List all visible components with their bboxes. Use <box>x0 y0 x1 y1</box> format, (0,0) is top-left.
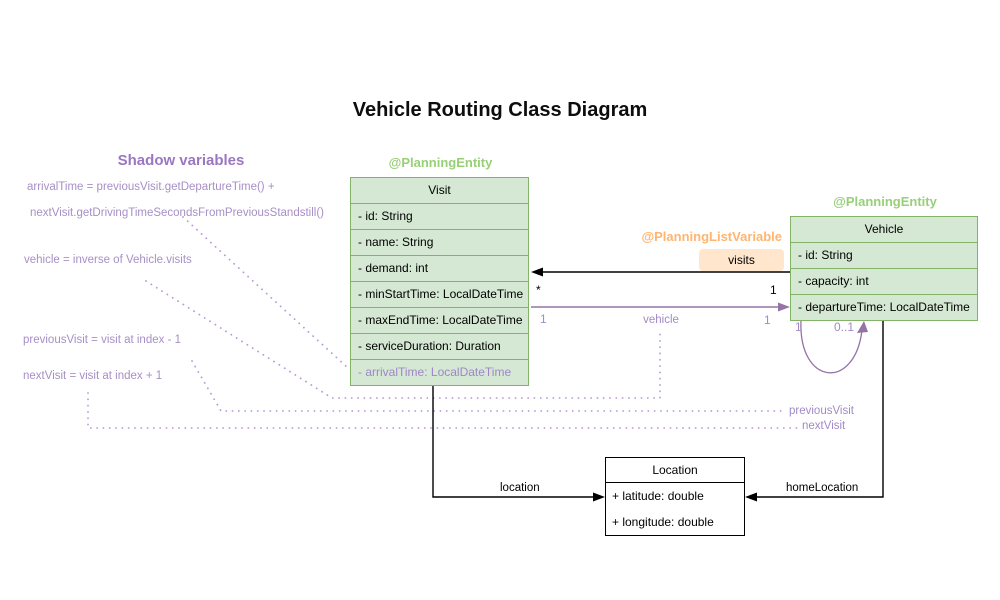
vehicle-attribute-departuretime: - departureTime: LocalDateTime <box>790 294 978 321</box>
loop-source-multiplicity: 1 <box>795 320 802 334</box>
planning-list-variable-annotation: @PlanningListVariable <box>641 229 782 244</box>
visits-edge-arrowhead <box>531 267 543 277</box>
visit-attribute-minstarttime: - minStartTime: LocalDateTime <box>350 281 529 308</box>
vehicle-edge-visit-end-multiplicity: 1 <box>540 312 547 326</box>
class-location-header: Location <box>606 458 744 483</box>
location-edge-label: location <box>500 482 540 494</box>
vehicle-attribute-capacity: - capacity: int <box>790 268 978 295</box>
next-visit-label: nextVisit <box>802 420 846 432</box>
shadow-variable-nextvisit: nextVisit = visit at index + 1 <box>23 370 163 382</box>
vehicle-edge-label: vehicle <box>643 314 679 326</box>
visit-attribute-name: - name: String <box>350 229 529 256</box>
vehicle-attribute-id: - id: String <box>790 242 978 269</box>
class-visit-header: Visit <box>350 177 529 204</box>
visits-visit-end-multiplicity: * <box>536 283 541 297</box>
visit-attribute-serviceduration: - serviceDuration: Duration <box>350 333 529 360</box>
shadow-variable-previousvisit: previousVisit = visit at index - 1 <box>23 334 181 346</box>
home-location-edge-arrowhead <box>745 492 757 502</box>
location-attribute-longitude: + longitude: double <box>612 515 714 529</box>
visit-attribute-arrivaltime: - arrivalTime: LocalDateTime <box>350 359 529 386</box>
visit-attribute-id: - id: String <box>350 203 529 230</box>
vehicle-edge-vehicle-end-multiplicity: 1 <box>764 313 771 327</box>
shadow-variable-vehicle: vehicle = inverse of Vehicle.visits <box>24 254 192 266</box>
class-visit[interactable]: Visit - id: String - name: String - dema… <box>350 177 529 386</box>
home-location-edge-label: homeLocation <box>786 482 859 494</box>
location-edge-arrowhead <box>593 492 605 502</box>
previous-visit-label: previousVisit <box>789 405 854 417</box>
vehicle-edge-arrowhead <box>778 302 790 312</box>
visits-edge-label[interactable]: visits <box>699 249 784 271</box>
diagram-title: Vehicle Routing Class Diagram <box>352 99 648 121</box>
class-vehicle[interactable]: Vehicle - id: String - capacity: int - d… <box>790 216 978 321</box>
visit-attribute-demand: - demand: int <box>350 255 529 282</box>
vehicle-self-loop-arrowhead <box>857 321 868 333</box>
location-attribute-latitude: + latitude: double <box>612 489 704 503</box>
loop-target-multiplicity: 0..1 <box>834 320 855 334</box>
visit-planning-entity-annotation: @PlanningEntity <box>388 155 493 170</box>
shadow-variable-arrivaltime-line1: arrivalTime = previousVisit.getDeparture… <box>27 181 275 193</box>
vehicle-planning-entity-annotation: @PlanningEntity <box>833 194 937 209</box>
shadow-variables-heading: Shadow variables <box>117 152 245 169</box>
visit-attribute-maxendtime: - maxEndTime: LocalDateTime <box>350 307 529 334</box>
class-vehicle-header: Vehicle <box>790 216 978 243</box>
location-edge <box>432 385 594 498</box>
visits-vehicle-end-multiplicity: 1 <box>770 283 777 297</box>
class-location[interactable]: Location + latitude: double + longitude:… <box>605 457 745 536</box>
shadow-variable-arrivaltime-line2: nextVisit.getDrivingTimeSecondsFromPrevi… <box>30 207 324 219</box>
shadow-link-arrivaltime <box>182 216 349 369</box>
shadow-link-nextvisit <box>87 392 799 429</box>
